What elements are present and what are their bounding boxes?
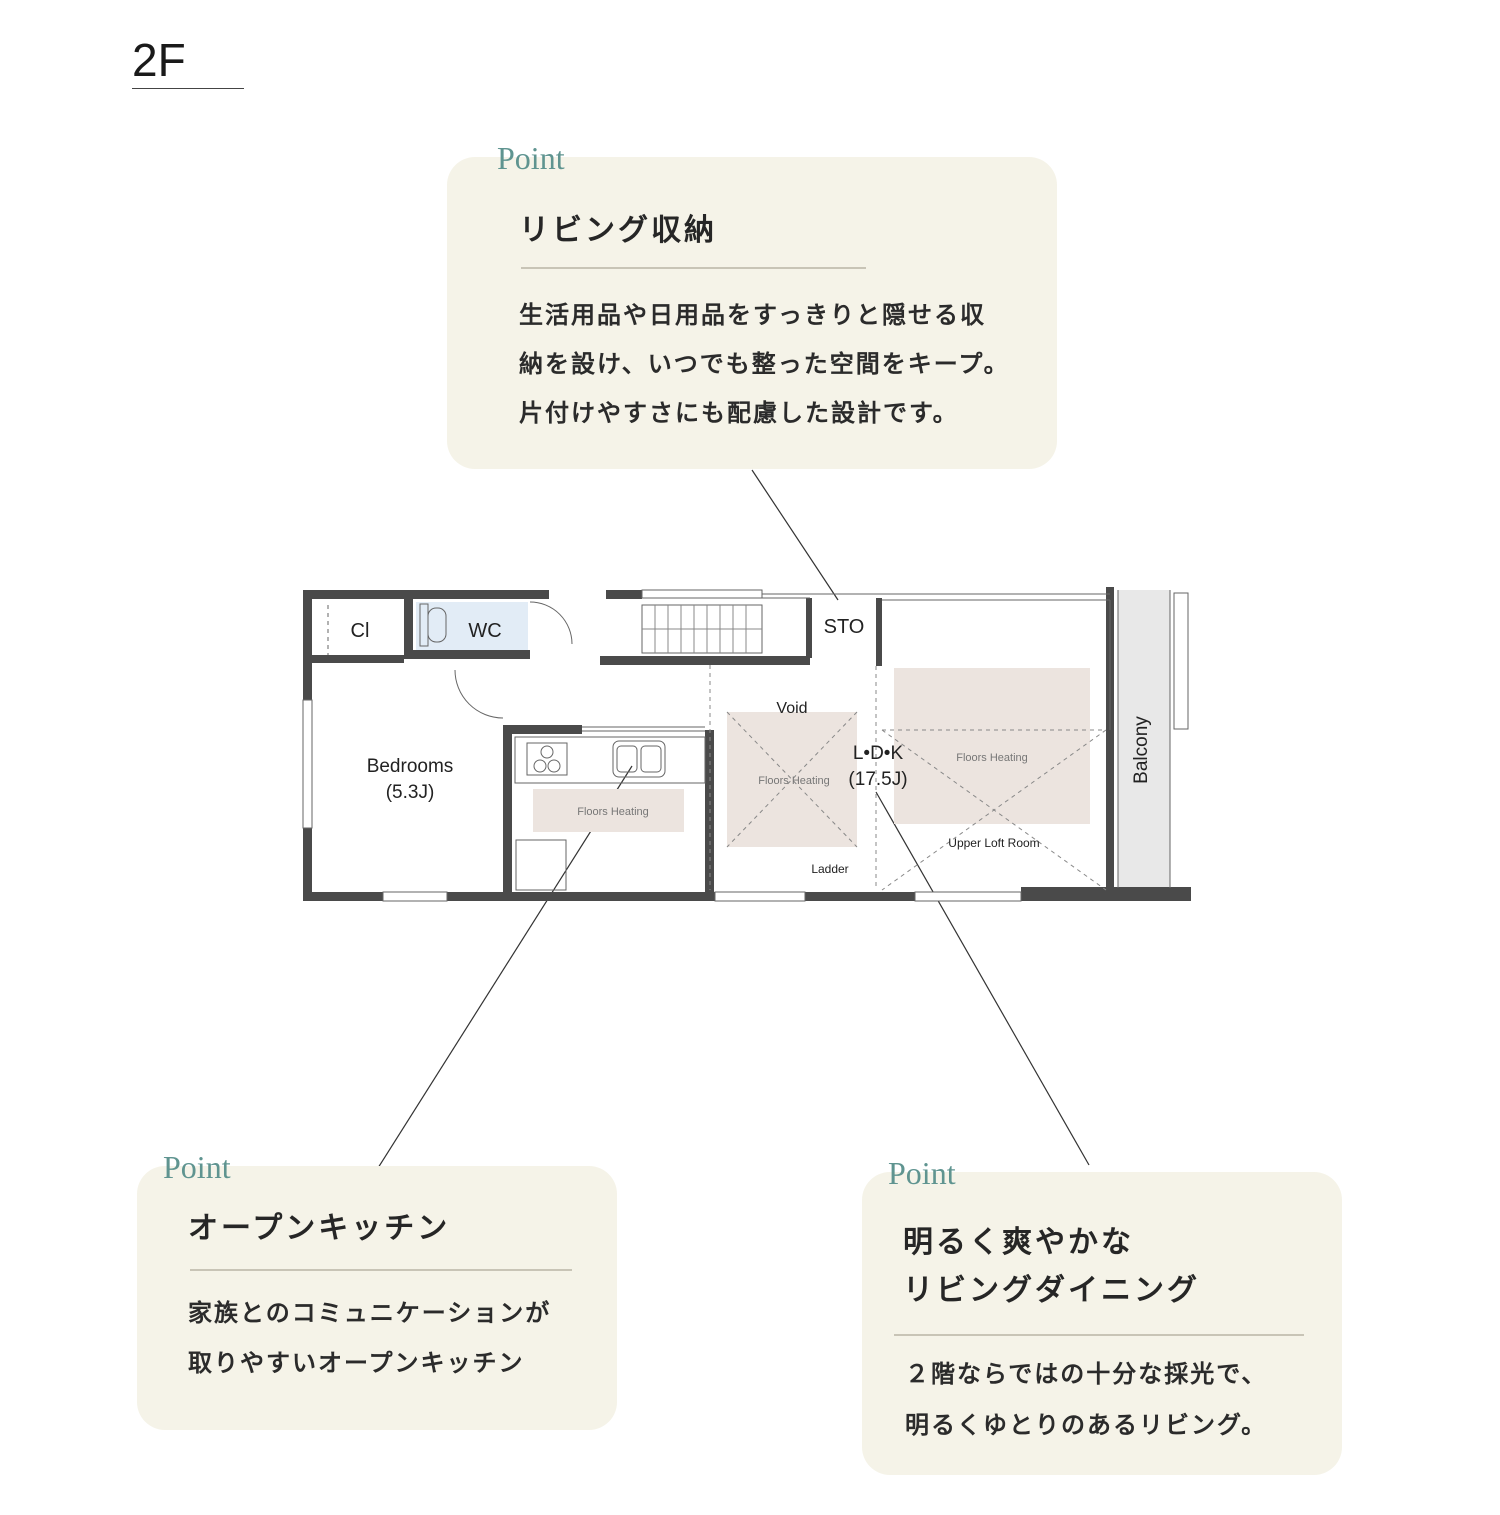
dashed-lines (709, 665, 1107, 891)
room-label-ldk-size: (17.5J) (848, 769, 907, 790)
room-label-bedroom: Bedrooms (367, 756, 454, 777)
floor-heating-label: Floors Heating (758, 775, 830, 787)
divider (190, 1269, 572, 1271)
floor-heating-kitchen (533, 789, 684, 832)
wc-area (416, 602, 528, 654)
room-label-bedroom-size: (5.3J) (386, 782, 435, 803)
point-card-storage (447, 157, 1057, 469)
room-label-void: Void (776, 700, 807, 717)
point-body: ２階ならではの十分な採光で、 明るくゆとりのあるリビング。 (905, 1359, 1268, 1439)
room-label-ldk: L•D•K (853, 743, 904, 764)
leader-line-living (875, 791, 1090, 1166)
balcony-area (1118, 590, 1170, 888)
point-title: 明るく爽やかな リビングダイニング (903, 1225, 1200, 1308)
divider (894, 1334, 1304, 1336)
room-label-balcony: Balcony (1131, 716, 1152, 784)
room-label-ladder: Ladder (811, 862, 848, 876)
floor-heating-void (727, 712, 857, 847)
leader-lines (377, 469, 1090, 1169)
point-tag: Point (888, 1155, 956, 1191)
leader-line-storage (751, 469, 839, 601)
floor-heating-living (894, 668, 1090, 824)
floor-heating-label: Floors Heating (577, 806, 649, 818)
point-tag: Point (163, 1149, 231, 1185)
point-title: リビング収納 (519, 213, 717, 248)
room-label-sto: STO (824, 616, 865, 638)
point-card-living (862, 1172, 1342, 1475)
floor-heating-label: Floors Heating (956, 752, 1028, 764)
point-tag: Point (497, 140, 565, 176)
floor-label: 2F (132, 34, 244, 89)
divider (521, 267, 866, 269)
thin-lines (302, 589, 1189, 902)
point-card-kitchen (137, 1166, 617, 1430)
point-body: 家族とのコミュニケーションが 取りやすいオープンキッチン (188, 1298, 552, 1377)
leader-line-kitchen (377, 765, 633, 1169)
room-label-wc: WC (468, 620, 501, 642)
point-body: 生活用品や日用品をすっきりと隠せる収 納を設け、いつでも整った空間をキープ。 片… (519, 300, 1010, 427)
point-title: オープンキッチン (188, 1211, 451, 1246)
room-label-cl: Cl (351, 620, 370, 642)
room-label-upper-loft: Upper Loft Room (948, 836, 1039, 850)
